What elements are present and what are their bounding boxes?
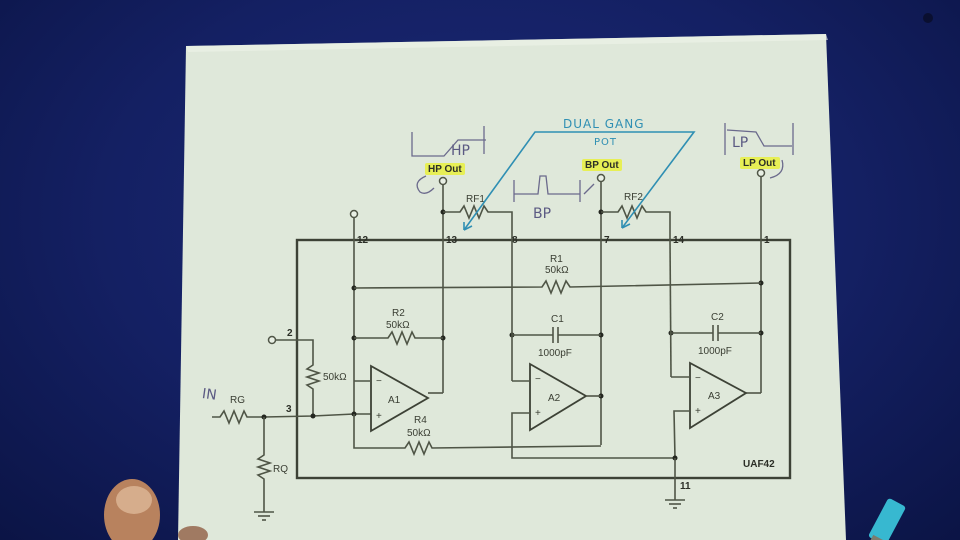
svg-text:LP: LP xyxy=(732,135,748,151)
dual-gang-pot-annotation: DUAL GANG POT xyxy=(463,117,696,231)
svg-text:1000pF: 1000pF xyxy=(698,346,732,357)
input-net: 3 RG RQ xyxy=(212,395,371,521)
uaf42-chip-outline xyxy=(295,238,792,480)
svg-text:−: − xyxy=(376,376,382,387)
svg-text:50kΩ: 50kΩ xyxy=(407,428,431,439)
svg-text:50kΩ: 50kΩ xyxy=(323,372,347,383)
lp-out-terminal[interactable] xyxy=(756,168,766,178)
pin-12-terminal[interactable] xyxy=(349,209,359,219)
svg-text:2: 2 xyxy=(287,328,293,339)
svg-text:50kΩ: 50kΩ xyxy=(545,265,569,276)
svg-text:RQ: RQ xyxy=(273,464,288,475)
hp-out-label: HP Out xyxy=(428,164,462,175)
op-amp-a1: − + A1 xyxy=(354,364,430,433)
svg-text:50kΩ: 50kΩ xyxy=(386,320,410,331)
svg-text:+: + xyxy=(535,408,541,419)
svg-text:BP: BP xyxy=(533,206,551,222)
svg-text:R2: R2 xyxy=(392,308,405,319)
svg-text:12: 12 xyxy=(357,235,369,246)
svg-text:R4: R4 xyxy=(414,415,427,426)
svg-text:−: − xyxy=(535,374,541,385)
svg-text:A3: A3 xyxy=(708,391,721,402)
svg-text:HP: HP xyxy=(451,143,470,159)
bp-out-highlight xyxy=(582,159,622,171)
svg-text:C1: C1 xyxy=(551,314,564,325)
finger-left xyxy=(104,479,160,540)
svg-text:RG: RG xyxy=(230,395,245,406)
svg-text:RF2: RF2 xyxy=(624,192,643,203)
lp-output-net: 1 xyxy=(746,168,770,394)
svg-text:C2: C2 xyxy=(711,312,724,323)
r4-resistor: R4 50kΩ xyxy=(353,414,602,457)
svg-text:A2: A2 xyxy=(548,393,561,404)
pot-label: POT xyxy=(594,137,617,148)
pin-11-ground: 11 xyxy=(665,458,691,509)
svg-text:A1: A1 xyxy=(388,395,401,406)
bp-out-terminal[interactable] xyxy=(596,173,606,183)
pin-14-label: 14 xyxy=(673,235,685,246)
bp-response-sketch: BP xyxy=(513,175,595,222)
svg-text:1: 1 xyxy=(764,235,770,246)
svg-text:−: − xyxy=(695,373,701,384)
highlighter-pen xyxy=(868,498,906,540)
hp-out-terminal[interactable] xyxy=(438,176,448,186)
input-annotation: IN xyxy=(201,386,218,404)
r1-resistor: R1 50kΩ xyxy=(351,254,762,296)
svg-text:RF1: RF1 xyxy=(466,194,485,205)
hp-response-sketch: HP xyxy=(411,126,486,194)
lp-response-sketch: LP xyxy=(724,123,794,179)
svg-text:11: 11 xyxy=(680,481,691,492)
svg-text:7: 7 xyxy=(604,235,610,246)
hp-output-net: 13 xyxy=(428,176,458,394)
r2-resistor: R2 50kΩ xyxy=(351,308,443,347)
dark-spot xyxy=(923,13,933,23)
lp-out-label: LP Out xyxy=(743,158,776,169)
hp-out-highlight xyxy=(425,163,465,175)
paper-edge xyxy=(186,34,828,52)
lp-out-highlight xyxy=(740,157,780,169)
svg-text:+: + xyxy=(376,411,382,422)
pin-8-label: 8 xyxy=(512,235,518,246)
op-amp-a3: − + A3 xyxy=(671,361,748,461)
pin-2-r3: 2 50kΩ xyxy=(267,328,347,414)
dual-gang-label: DUAL GANG xyxy=(563,117,645,131)
op-amp-a2: − + A2 xyxy=(511,362,676,459)
bp-out-label: BP Out xyxy=(585,160,619,171)
svg-text:13: 13 xyxy=(446,235,458,246)
pin-2-terminal[interactable] xyxy=(267,335,277,345)
c1-capacitor: C1 1000pF xyxy=(509,240,601,381)
c2-capacitor: C2 1000pF xyxy=(668,239,761,378)
finger-right xyxy=(178,526,208,540)
svg-text:+: + xyxy=(695,406,701,417)
chip-label: UAF42 xyxy=(743,459,775,470)
svg-text:R1: R1 xyxy=(550,254,563,265)
svg-text:1000pF: 1000pF xyxy=(538,348,572,359)
svg-text:3: 3 xyxy=(286,404,292,415)
